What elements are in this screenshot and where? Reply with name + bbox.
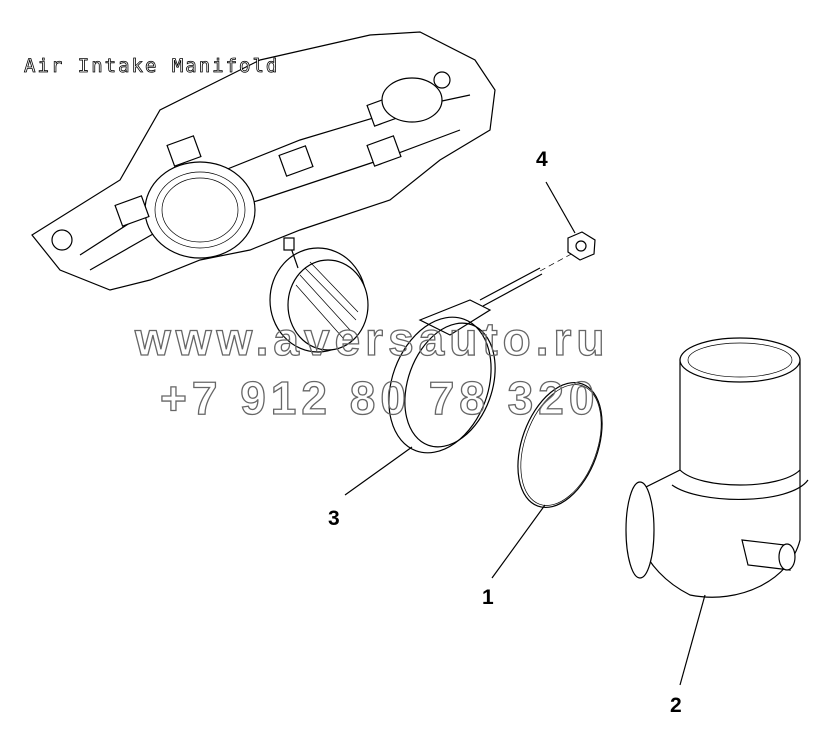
seal-ring — [517, 381, 603, 509]
leader-3 — [344, 446, 413, 496]
leader-4 — [545, 181, 576, 234]
callout-4: 4 — [536, 148, 548, 171]
leader-2 — [679, 594, 706, 686]
callout-3: 3 — [328, 507, 340, 530]
manifold-outlet-flange — [269, 237, 369, 353]
air-intake-manifold — [31, 31, 496, 291]
watermark-url: www.aversauto.ru — [134, 313, 610, 365]
elbow-pipe — [625, 337, 809, 598]
v-band-clamp — [388, 251, 576, 454]
nut — [567, 231, 596, 261]
diagram-title: Air Intake Manifold — [24, 55, 279, 77]
watermark-phone: +7 912 80 78 320 — [160, 372, 599, 424]
callout-2: 2 — [670, 694, 682, 717]
leader-1 — [491, 504, 546, 579]
callout-1: 1 — [482, 586, 494, 609]
